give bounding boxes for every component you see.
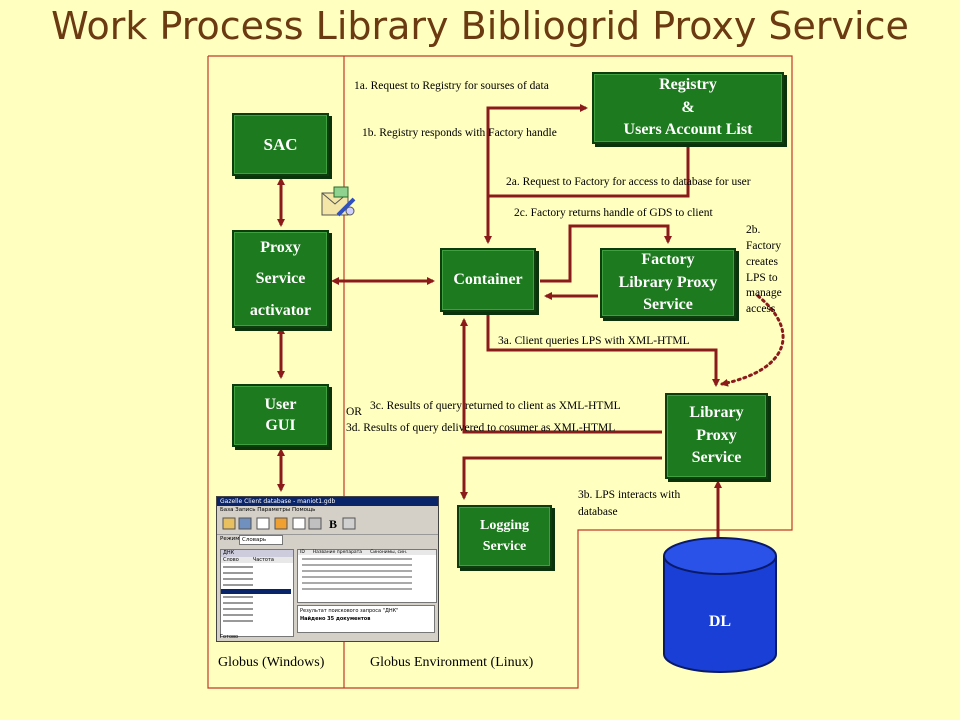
- label-2b-line-2: Factory: [746, 239, 782, 252]
- client-search-box: ДНК: [221, 550, 293, 557]
- label-or: OR: [346, 406, 362, 418]
- library-line-2: Proxy: [696, 426, 737, 444]
- registry-line-2: &: [681, 98, 695, 116]
- svg-text:B: B: [329, 517, 337, 531]
- client-status: Готово: [220, 634, 239, 640]
- logging-service-box: Logging Service: [457, 505, 552, 568]
- label-3d: 3d. Results of query delivered to cosume…: [346, 422, 616, 434]
- label-2a: 2a. Request to Factory for access to dat…: [506, 176, 751, 188]
- logging-line-1: Logging: [479, 518, 529, 534]
- label-2b-line-6: access: [746, 303, 776, 316]
- diagram-title: Work Process Library Bibliogrid Proxy Se…: [51, 4, 909, 48]
- sac-label: SAC: [263, 134, 298, 154]
- client-toolbar: B: [217, 514, 438, 535]
- dl-label: DL: [709, 613, 731, 630]
- label-2b: 2b. Factory creates LPS to manage access: [746, 223, 782, 318]
- container-box: Container: [440, 248, 536, 312]
- client-word-list: ДНК Слово Частота: [220, 549, 294, 637]
- proxy-activator-line-2: Service: [255, 270, 306, 288]
- proxy-activator-line-1: Proxy: [260, 239, 301, 257]
- library-proxy-service-box: Library Proxy Service: [665, 393, 768, 479]
- registry-line-3: Users Account List: [623, 121, 753, 139]
- label-3b: 3b. LPS interacts with database: [578, 487, 680, 520]
- user-gui-box: User GUI: [232, 384, 329, 447]
- arrow-2b-dotted: [720, 294, 785, 387]
- user-gui-line-1: User: [264, 395, 297, 413]
- label-2b-line-4: LPS to: [746, 271, 778, 284]
- client-word-rows: [221, 566, 291, 622]
- factory-line-1: Factory: [641, 251, 695, 269]
- client-window-title: Gazelle Client database - maniot1.gdb: [217, 497, 438, 506]
- client-left-header: Слово Частота: [221, 557, 293, 563]
- factory-line-2: Library Proxy: [618, 273, 718, 291]
- label-3b-line-2: database: [578, 505, 618, 518]
- label-3b-line-1: 3b. LPS interacts with: [578, 489, 681, 501]
- label-3a: 3a. Client queries LPS with XML-HTML: [498, 335, 690, 347]
- factory-line-3: Service: [643, 296, 693, 314]
- arrow-3a: [486, 314, 720, 387]
- client-result-summary: Результат поискового запроса "ДНК" Найде…: [297, 605, 435, 633]
- library-line-1: Library: [689, 404, 744, 422]
- envelope-edit-icon: [321, 186, 356, 217]
- factory-box: Factory Library Proxy Service: [600, 248, 736, 318]
- label-1a: 1a. Request to Registry for sourses of d…: [354, 80, 549, 92]
- client-right-header: ID Название препарата Синонимы, син.: [298, 550, 436, 555]
- client-result-rows: [302, 558, 412, 590]
- client-results-table: ID Название препарата Синонимы, син.: [297, 549, 437, 603]
- label-2c: 2c. Factory returns handle of GDS to cli…: [514, 207, 713, 219]
- arrow-3c: [460, 318, 662, 434]
- label-1b: 1b. Registry responds with Factory handl…: [362, 127, 557, 139]
- label-2b-line-3: creates: [746, 255, 778, 268]
- client-menu-bar: Базa Запись Параметры Помощь: [220, 507, 316, 513]
- arrow-1b: [484, 146, 690, 244]
- user-gui-line-2: GUI: [265, 416, 296, 434]
- client-mode-label: Режим:: [220, 536, 242, 542]
- client-gui-screenshot: Gazelle Client database - maniot1.gdb Ба…: [216, 496, 439, 642]
- label-3c: 3c. Results of query returned to client …: [370, 400, 621, 412]
- arrow-3d: [460, 456, 662, 500]
- label-2b-line-5: manage: [746, 287, 782, 300]
- registry-line-1: Registry: [659, 76, 717, 94]
- sac-box: SAC: [232, 113, 329, 176]
- region-label-linux: Globus Environment (Linux): [370, 655, 534, 670]
- container-label: Container: [453, 271, 523, 288]
- arrow-2c: [540, 224, 672, 283]
- region-label-windows: Globus (Windows): [218, 655, 325, 670]
- proxy-service-activator-box: Proxy Service activator: [232, 230, 329, 328]
- label-2b-line-1: 2b.: [746, 224, 761, 236]
- client-result-text: Результат поискового запроса "ДНК": [300, 608, 399, 614]
- library-line-3: Service: [691, 449, 742, 467]
- toolbar-icons: B: [222, 517, 356, 531]
- proxy-activator-line-3: activator: [249, 301, 312, 319]
- client-found-text: Найдено 35 документов: [300, 616, 371, 622]
- dl-database-cylinder: DL: [663, 537, 777, 673]
- client-mode-select: Словарь: [239, 535, 283, 545]
- logging-line-2: Service: [482, 538, 527, 554]
- registry-box: Registry & Users Account List: [592, 72, 784, 144]
